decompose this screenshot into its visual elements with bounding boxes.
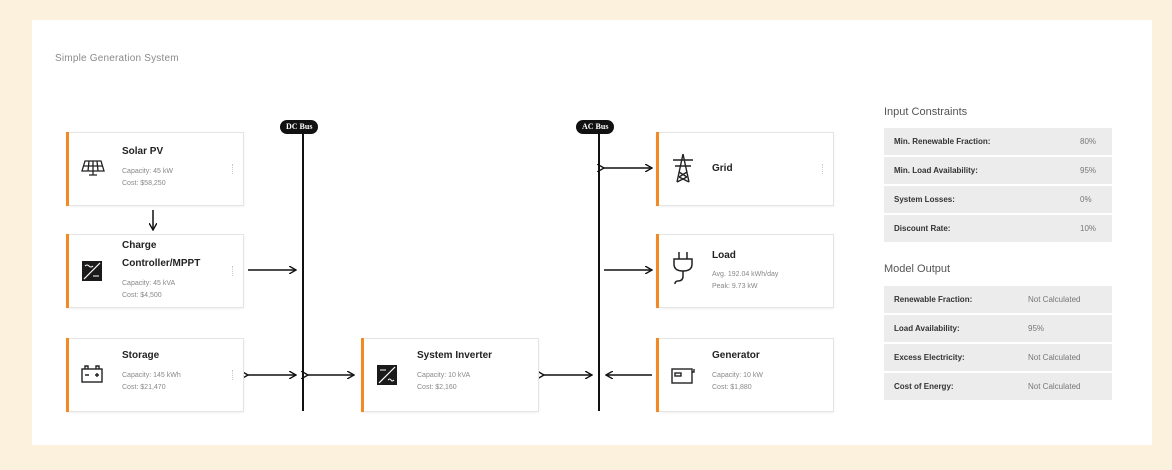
output-value: Not Calculated	[1028, 382, 1081, 391]
component-cost: Cost: $21,470	[122, 384, 166, 391]
system-inverter-card[interactable]: System Inverter Capacity: 10 kVA Cost: $…	[361, 338, 539, 412]
constraint-value[interactable]: 80%	[1080, 137, 1097, 146]
output-value: Not Calculated	[1028, 295, 1081, 304]
solar-pv-card[interactable]: Solar PV Capacity: 45 kW Cost: $58,250	[66, 132, 244, 206]
component-name-line1: Charge	[122, 240, 157, 251]
component-name: Generator	[712, 350, 760, 361]
component-capacity: Capacity: 45 kVA	[122, 280, 176, 287]
output-label: Excess Electricity:	[894, 353, 965, 362]
card-accent	[66, 338, 69, 412]
charge-controller-card[interactable]: Charge Controller/MPPT Capacity: 45 kVA …	[66, 234, 244, 308]
component-cost: Cost: $1,880	[712, 384, 752, 391]
generator-card[interactable]: Generator Capacity: 10 kW Cost: $1,880	[656, 338, 834, 412]
charge-controller-icon	[81, 260, 103, 287]
component-capacity: Capacity: 10 kVA	[417, 372, 471, 379]
card-accent	[66, 132, 69, 206]
constraint-row-discount-rate[interactable]: Discount Rate: 10%	[884, 215, 1112, 242]
inverter-icon	[376, 364, 398, 391]
constraint-value[interactable]: 0%	[1080, 195, 1092, 204]
component-name: Grid	[712, 163, 733, 174]
card-accent	[656, 234, 659, 308]
ac-bus-line	[598, 128, 600, 411]
component-capacity: Capacity: 45 kW	[122, 168, 173, 175]
output-row-cost-of-energy: Cost of Energy: Not Calculated	[884, 373, 1112, 400]
output-value: Not Calculated	[1028, 353, 1081, 362]
output-value: 95%	[1028, 324, 1045, 333]
constraint-label: Discount Rate:	[894, 224, 951, 233]
output-label: Renewable Fraction:	[894, 295, 973, 304]
component-cost: Cost: $4,500	[122, 292, 162, 299]
component-cost: Cost: $58,250	[122, 180, 166, 187]
grid-card[interactable]: Grid	[656, 132, 834, 206]
solar-panel-icon	[81, 159, 105, 182]
model-output-title: Model Output	[884, 263, 951, 275]
constraint-value[interactable]: 95%	[1080, 166, 1097, 175]
transmission-tower-icon	[671, 153, 695, 188]
output-label: Load Availability:	[894, 324, 960, 333]
component-name-line2: Controller/MPPT	[122, 258, 201, 269]
component-name: Storage	[122, 350, 160, 361]
constraint-row-load-availability[interactable]: Min. Load Availability: 95%	[884, 157, 1112, 184]
constraint-label: System Losses:	[894, 195, 955, 204]
more-options-icon[interactable]	[822, 164, 825, 174]
storage-card[interactable]: Storage Capacity: 145 kWh Cost: $21,470	[66, 338, 244, 412]
dc-bus-label[interactable]: DC Bus	[280, 120, 319, 134]
constraint-row-system-losses[interactable]: System Losses: 0%	[884, 186, 1112, 213]
card-accent	[361, 338, 364, 412]
output-row-excess-electricity: Excess Electricity: Not Calculated	[884, 344, 1112, 371]
output-label: Cost of Energy:	[894, 382, 954, 391]
ac-bus-label[interactable]: AC Bus	[576, 120, 615, 134]
load-average: Avg. 192.04 kWh/day	[712, 271, 779, 278]
more-options-icon[interactable]	[232, 266, 235, 276]
component-name: Solar PV	[122, 146, 164, 157]
dc-bus-line	[302, 128, 304, 411]
component-name: Load	[712, 250, 736, 261]
component-capacity: Capacity: 145 kWh	[122, 372, 181, 379]
card-accent	[66, 234, 69, 308]
constraint-row-renewable-fraction[interactable]: Min. Renewable Fraction: 80%	[884, 128, 1112, 155]
more-options-icon[interactable]	[232, 370, 235, 380]
constraint-label: Min. Renewable Fraction:	[894, 137, 991, 146]
constraint-value[interactable]: 10%	[1080, 224, 1097, 233]
load-card[interactable]: Load Avg. 192.04 kWh/day Peak: 9.73 kW	[656, 234, 834, 308]
input-constraints-title: Input Constraints	[884, 106, 968, 118]
output-row-renewable-fraction: Renewable Fraction: Not Calculated	[884, 286, 1112, 313]
generator-icon	[671, 364, 695, 389]
card-accent	[656, 338, 659, 412]
more-options-icon[interactable]	[232, 164, 235, 174]
page-title: Simple Generation System	[55, 53, 179, 64]
component-name: System Inverter	[417, 350, 493, 361]
battery-icon	[81, 365, 103, 388]
load-peak: Peak: 9.73 kW	[712, 283, 758, 290]
component-capacity: Capacity: 10 kW	[712, 372, 763, 379]
constraint-label: Min. Load Availability:	[894, 166, 978, 175]
plug-icon	[671, 251, 695, 290]
component-cost: Cost: $2,160	[417, 384, 457, 391]
output-row-load-availability: Load Availability: 95%	[884, 315, 1112, 342]
card-accent	[656, 132, 659, 206]
